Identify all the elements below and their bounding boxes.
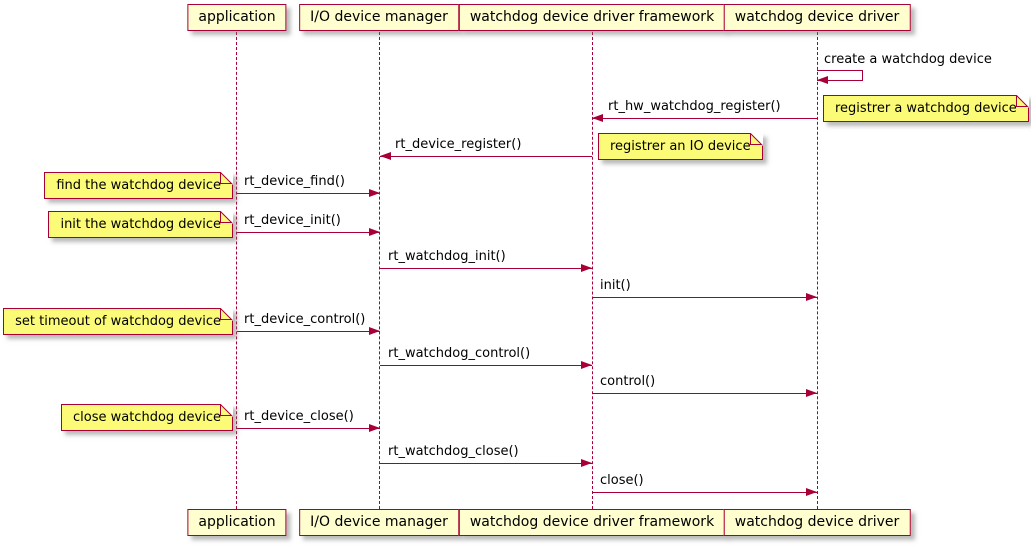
participant-watchdog-driver-top: watchdog device driver <box>723 4 911 31</box>
note-text: set timeout of watchdog device <box>15 314 221 329</box>
msg-create-watchdog-device: create a watchdog device <box>824 52 992 67</box>
note-find-the-watchdog-device: find the watchdog device <box>44 172 233 199</box>
message-line <box>592 118 817 119</box>
note-registrer-an-io-device: registrer an IO device <box>598 133 763 160</box>
arrowhead-right-icon <box>581 361 592 369</box>
msg-rt-device-init: rt_device_init() <box>244 213 341 228</box>
note-text: find the watchdog device <box>56 178 221 193</box>
arrowhead-right-icon <box>581 264 592 272</box>
lifeline-watchdog-driver <box>817 32 818 509</box>
participant-watchdog-framework-top: watchdog device driver framework <box>458 4 726 31</box>
note-text: registrer an IO device <box>610 139 751 154</box>
msg-rt-watchdog-close: rt_watchdog_close() <box>388 444 519 459</box>
msg-rt-device-register: rt_device_register() <box>395 137 522 152</box>
msg-rt-watchdog-init: rt_watchdog_init() <box>388 249 506 264</box>
note-text: registrer a watchdog device <box>835 101 1017 116</box>
note-fold-icon <box>220 172 233 185</box>
msg-rt-watchdog-control: rt_watchdog_control() <box>388 346 531 361</box>
msg-rt-device-control: rt_device_control() <box>244 312 366 327</box>
self-message-loop <box>817 70 863 81</box>
arrowhead-left-icon <box>592 114 603 122</box>
note-text: close watchdog device <box>73 410 221 425</box>
participant-io-device-manager-top: I/O device manager <box>299 4 459 31</box>
note-fold-icon <box>220 211 233 224</box>
lifeline-io-device-manager <box>379 32 380 509</box>
msg-close: close() <box>600 473 644 488</box>
note-close-watchdog-device: close watchdog device <box>61 404 233 431</box>
note-init-the-watchdog-device: init the watchdog device <box>48 211 233 238</box>
arrowhead-right-icon <box>806 389 817 397</box>
note-text: init the watchdog device <box>60 217 221 232</box>
note-set-timeout-of-watchdog-device: set timeout of watchdog device <box>3 308 233 335</box>
message-line <box>592 492 817 493</box>
participant-application-top: application <box>187 4 287 31</box>
arrowhead-right-icon <box>806 293 817 301</box>
arrowhead-right-icon <box>369 424 380 432</box>
lifeline-application <box>236 32 237 509</box>
participant-watchdog-framework-bottom: watchdog device driver framework <box>458 509 726 536</box>
msg-rt-device-close: rt_device_close() <box>244 409 354 424</box>
message-line <box>237 193 380 194</box>
note-fold-icon <box>749 133 763 146</box>
message-line <box>237 331 380 332</box>
arrowhead-right-icon <box>581 459 592 467</box>
message-line <box>380 268 592 269</box>
message-line <box>592 393 817 394</box>
msg-control: control() <box>600 374 656 389</box>
note-fold-icon <box>220 308 233 321</box>
participant-application-bottom: application <box>187 509 287 536</box>
arrowhead-right-icon <box>369 189 380 197</box>
arrowhead-left-icon <box>817 76 828 84</box>
message-line <box>380 463 592 464</box>
arrowhead-right-icon <box>369 228 380 236</box>
participant-io-device-manager-bottom: I/O device manager <box>299 509 459 536</box>
note-fold-icon <box>1015 95 1029 108</box>
message-line <box>380 365 592 366</box>
participant-watchdog-driver-bottom: watchdog device driver <box>723 509 911 536</box>
arrowhead-right-icon <box>369 327 380 335</box>
message-line <box>380 156 592 157</box>
lifeline-watchdog-framework <box>592 32 593 509</box>
message-line <box>237 232 380 233</box>
note-fold-icon <box>220 404 233 417</box>
arrowhead-left-icon <box>380 152 391 160</box>
msg-init: init() <box>600 278 631 293</box>
msg-rt-hw-watchdog-register: rt_hw_watchdog_register() <box>608 99 781 114</box>
msg-rt-device-find: rt_device_find() <box>244 174 345 189</box>
message-line <box>592 297 817 298</box>
message-line <box>237 428 380 429</box>
note-registrer-a-watchdog-device: registrer a watchdog device <box>823 95 1029 122</box>
arrowhead-right-icon <box>806 488 817 496</box>
